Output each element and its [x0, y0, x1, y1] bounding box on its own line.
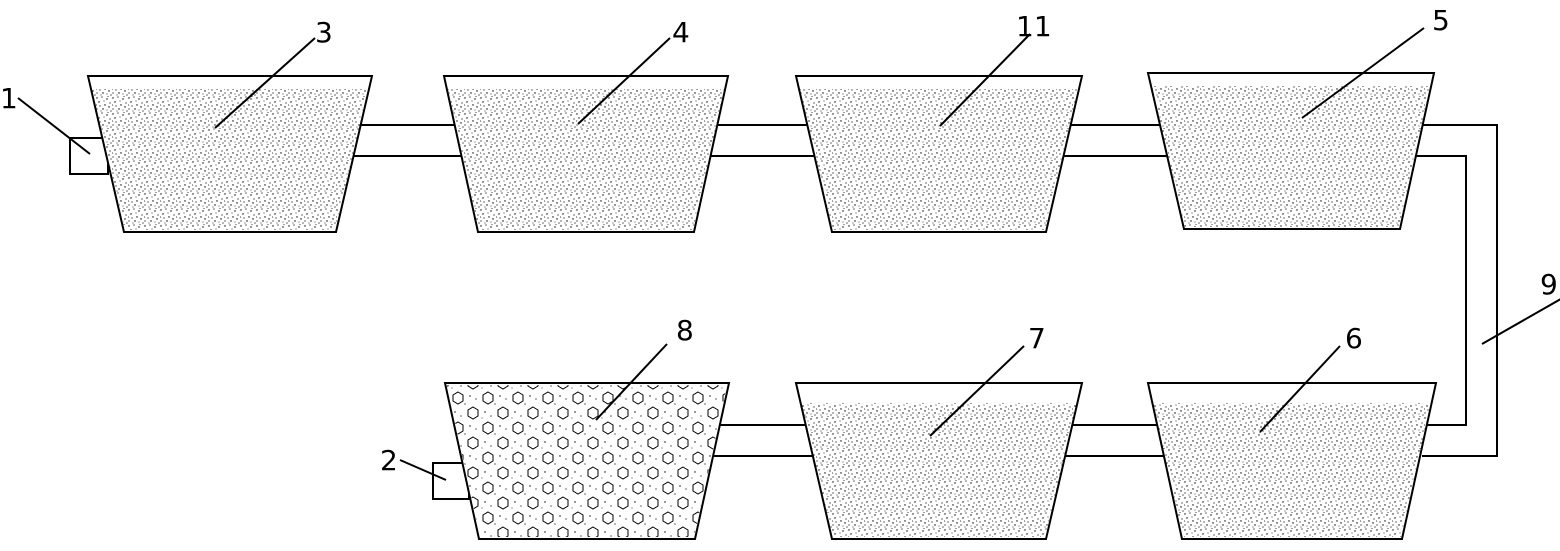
label-tank-4: 4: [672, 16, 690, 49]
label-tank-5: 5: [1432, 4, 1450, 37]
label-inlet: 1: [0, 82, 18, 115]
pipe-top-1: [345, 124, 468, 157]
pipe-top-3: [1060, 124, 1168, 157]
label-tank-7: 7: [1028, 322, 1046, 355]
label-tank-3: 3: [315, 16, 333, 49]
outlet-box: [432, 462, 470, 500]
pipe-bottom-2: [710, 424, 818, 457]
leader-lines: [17, 27, 1560, 481]
tank-11: [794, 75, 1084, 233]
pipe-top-2: [706, 124, 817, 157]
label-tank-11: 11: [1016, 10, 1052, 43]
tank-3: [86, 75, 374, 233]
tank-6: [1146, 382, 1438, 540]
label-outlet: 2: [380, 444, 398, 477]
return-pipe: [1415, 124, 1498, 457]
tank-4: [442, 75, 730, 233]
tank-7: [794, 382, 1084, 540]
tank-5: [1146, 72, 1436, 230]
label-tank-8: 8: [676, 314, 694, 347]
label-connector: 9: [1540, 268, 1558, 301]
tank-8: [443, 382, 731, 540]
pipe-bottom-1: [1064, 424, 1166, 457]
label-tank-6: 6: [1345, 322, 1363, 355]
